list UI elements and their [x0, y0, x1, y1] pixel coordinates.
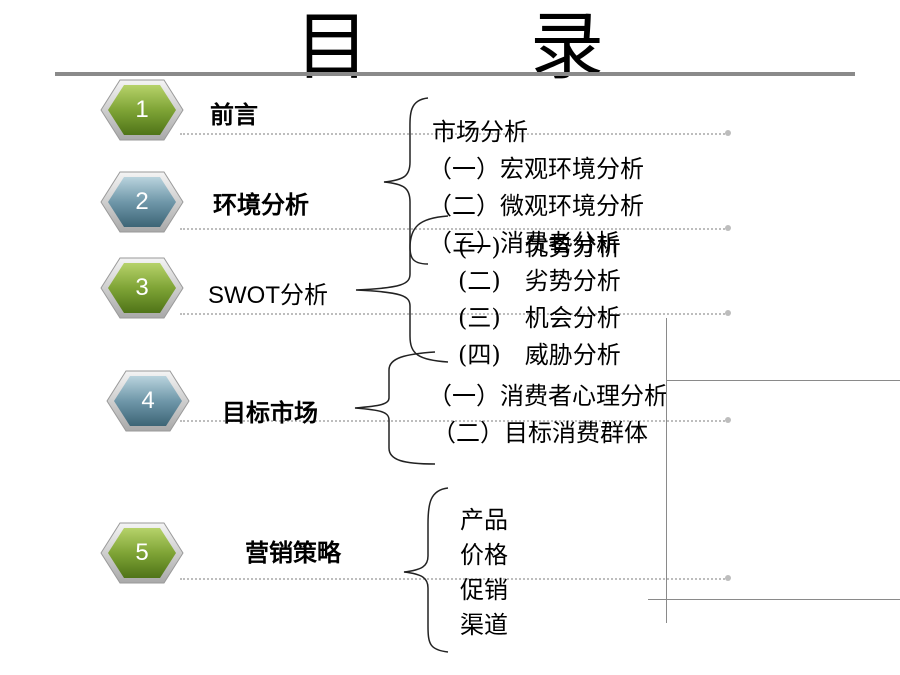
- section-badge-5[interactable]: 5: [100, 521, 184, 585]
- swot-item: (一) 优势分析: [458, 233, 621, 261]
- dotted-line-4: [180, 420, 728, 422]
- section-number: 5: [135, 539, 149, 566]
- dotted-line-3: [180, 313, 728, 315]
- strategy-item: 产品: [460, 506, 508, 534]
- section-number: 4: [141, 387, 155, 414]
- section-badge-3[interactable]: 3: [100, 256, 184, 320]
- strategy-item: 促销: [460, 576, 508, 604]
- environment-item: （二）微观环境分析: [428, 192, 644, 220]
- decor-horizontal-line: [666, 380, 900, 381]
- brace-swot: [355, 215, 449, 363]
- swot-item: (三) 机会分析: [458, 304, 621, 332]
- section-badge-1[interactable]: 1: [100, 78, 184, 142]
- brace-target: [354, 351, 436, 465]
- decor-horizontal-line: [648, 599, 900, 600]
- section-label-4[interactable]: 目标市场: [222, 400, 318, 427]
- hexagon-badge-icon: [100, 522, 184, 584]
- strategy-item: 价格: [460, 541, 508, 569]
- section-number: 3: [135, 274, 149, 301]
- line-end-dot: [725, 130, 731, 136]
- hexagon-badge-icon: [100, 257, 184, 319]
- line-end-dot: [725, 310, 731, 316]
- line-end-dot: [725, 417, 731, 423]
- strategy-item: 渠道: [460, 611, 508, 639]
- title-char-2: 录: [530, 4, 605, 90]
- target-item: （一）消费者心理分析: [428, 382, 668, 410]
- swot-item: (二) 劣势分析: [458, 267, 621, 295]
- swot-item: (四) 威胁分析: [458, 341, 621, 369]
- section-label-2[interactable]: 环境分析: [213, 192, 309, 219]
- line-end-dot: [725, 575, 731, 581]
- title-char-1: 目: [295, 4, 370, 90]
- hexagon-badge-icon: [100, 171, 184, 233]
- dotted-line-1: [180, 133, 728, 135]
- section-number: 2: [135, 188, 149, 215]
- section-label-5[interactable]: 营销策略: [245, 540, 341, 567]
- section-label-3[interactable]: SWOT分析: [208, 282, 328, 309]
- section-badge-4[interactable]: 4: [106, 369, 190, 433]
- title-rule: [55, 72, 855, 76]
- decor-vertical-line: [666, 318, 667, 623]
- section-badge-2[interactable]: 2: [100, 170, 184, 234]
- hexagon-badge-icon: [106, 370, 190, 432]
- section-label-1[interactable]: 前言: [210, 102, 258, 129]
- dotted-line-2: [180, 228, 728, 230]
- environment-item: （一）宏观环境分析: [428, 155, 644, 183]
- target-item: （二）目标消费群体: [432, 419, 648, 447]
- environment-item: （三）消费者分析: [428, 229, 620, 257]
- section-number: 1: [135, 96, 149, 123]
- hexagon-badge-icon: [100, 79, 184, 141]
- environment-item: 市场分析: [432, 118, 528, 146]
- line-end-dot: [725, 225, 731, 231]
- brace-strategy: [403, 487, 449, 653]
- dotted-line-5: [180, 578, 728, 580]
